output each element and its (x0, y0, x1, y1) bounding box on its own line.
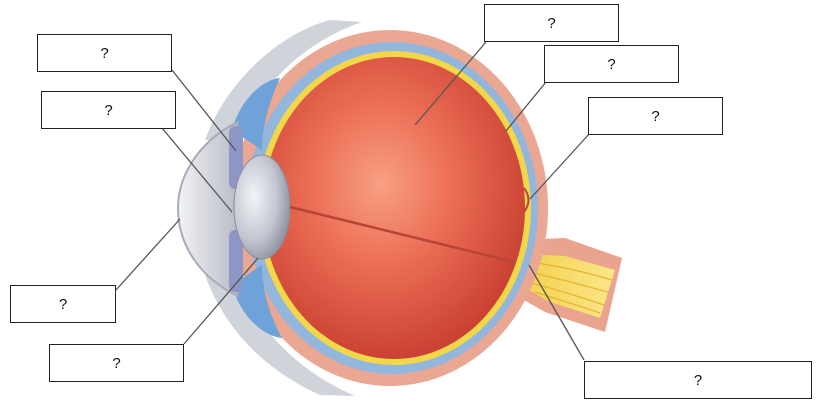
visual-axis-line (289, 205, 515, 264)
leader-lines (115, 41, 591, 361)
optic-nerve-shape (518, 254, 615, 318)
lower-ciliary-body-shape (232, 265, 282, 338)
pupil-label-box[interactable]: ? (41, 91, 176, 129)
upper-iris-shape (229, 126, 243, 189)
iris-label-box[interactable]: ? (10, 285, 116, 323)
cornea-label-box[interactable]: ? (37, 34, 172, 72)
vitreous-body-shape (263, 57, 525, 359)
fovea-label-box[interactable]: ? (588, 97, 723, 135)
optic-nerve-label-box[interactable]: ? (584, 361, 812, 399)
fovea-shape (523, 187, 530, 213)
lens-label-box[interactable]: ? (49, 344, 184, 382)
upper-ciliary-body-shape (232, 78, 280, 150)
vitreous-label-box[interactable]: ? (484, 4, 619, 42)
retina-label-box[interactable]: ? (544, 45, 679, 83)
lower-iris-shape (229, 230, 243, 292)
lens-shape (233, 154, 291, 260)
